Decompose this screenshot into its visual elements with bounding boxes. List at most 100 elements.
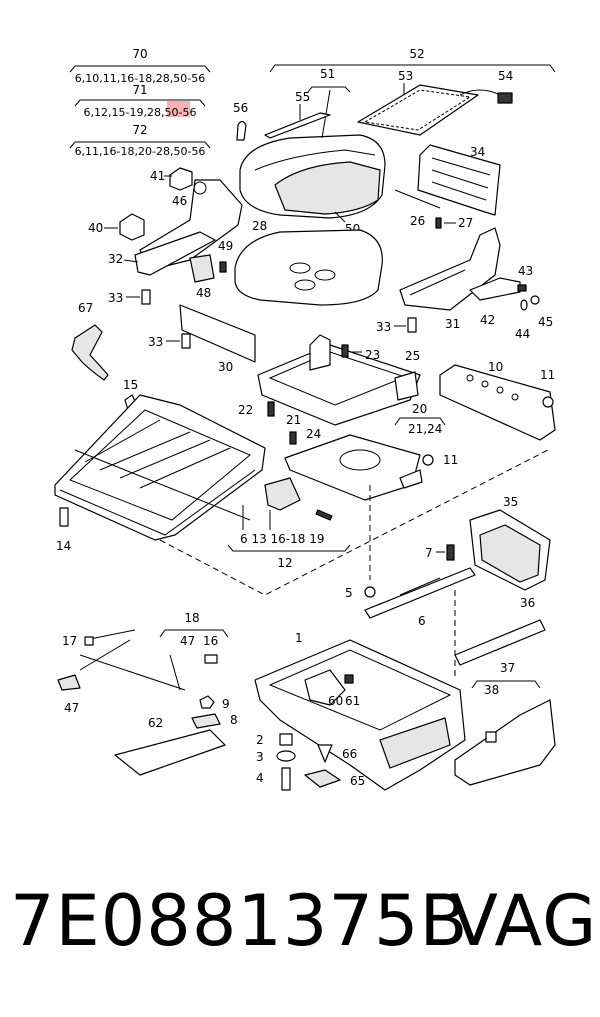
label-33c: 33 — [376, 320, 391, 334]
bolt-23 — [341, 344, 349, 358]
label-23: 23 — [365, 348, 380, 362]
group-70-list: 6,10,11,16-18,28,50-56 — [75, 72, 205, 85]
part-number: 7E0881375B — [10, 880, 469, 962]
label-1: 1 — [295, 631, 303, 645]
group-71-list: 6,12,15-19,28,50-56 — [84, 106, 197, 119]
group-71: 71 6,12,15-19,28,50-56 — [74, 83, 206, 119]
label-46: 46 — [172, 194, 187, 208]
nut-11b — [422, 454, 434, 466]
nut-9 — [199, 695, 215, 709]
group-52: 52 — [269, 47, 556, 73]
buckle — [71, 324, 109, 381]
label-35: 35 — [503, 495, 518, 509]
label-8: 8 — [230, 713, 238, 727]
bolt-7 — [446, 544, 455, 561]
screw-49 — [219, 261, 227, 273]
group-12-number: 12 — [277, 556, 292, 570]
connector-16 — [204, 654, 218, 664]
label-7: 7 — [425, 546, 433, 560]
height-frame — [284, 434, 421, 501]
group-12: 6 13 16-18 19 12 — [227, 505, 351, 570]
label-42: 42 — [480, 313, 495, 327]
bracket-small — [399, 469, 423, 489]
plate-62 — [114, 729, 226, 776]
group-18-number: 18 — [184, 611, 199, 625]
label-27: 27 — [458, 216, 473, 230]
side-cover-37: 37 — [454, 661, 556, 786]
label-24: 24 — [306, 427, 321, 441]
group-12-list: 6 13 16-18 19 — [240, 532, 325, 546]
label-26: 26 — [410, 214, 425, 228]
label-21-24: 21,24 — [408, 422, 442, 436]
end-17 — [84, 636, 94, 646]
clip-38 — [485, 731, 497, 743]
bolt-4 — [281, 767, 291, 791]
screw-19 — [315, 509, 333, 521]
label-34: 34 — [470, 145, 485, 159]
label-49: 49 — [218, 239, 233, 253]
bolt-61 — [344, 674, 354, 684]
label-6: 6 — [418, 614, 426, 628]
group-72-number: 72 — [132, 123, 147, 137]
label-47b: 47 — [180, 634, 195, 648]
screw-43 — [517, 284, 527, 292]
label-47a: 47 — [64, 701, 79, 715]
label-37: 37 — [500, 661, 515, 675]
label-4: 4 — [256, 771, 264, 785]
connector — [497, 92, 513, 104]
label-28: 28 — [252, 219, 267, 233]
seat-cushion-cover — [239, 86, 386, 219]
motor-13 — [264, 477, 301, 511]
label-11a: 11 — [540, 368, 555, 382]
label-16: 16 — [203, 634, 218, 648]
bolt-33b — [181, 333, 191, 349]
rail-cover-36 — [454, 619, 546, 666]
cap-45 — [530, 295, 540, 305]
label-17: 17 — [62, 634, 77, 648]
adjuster-tray — [257, 334, 421, 426]
label-38: 38 — [484, 683, 499, 697]
label-33a: 33 — [108, 291, 123, 305]
brand-label: VAG — [450, 880, 598, 962]
label-65: 65 — [350, 774, 365, 788]
bolt-33a — [141, 289, 151, 305]
foam-pad — [234, 229, 383, 306]
label-60: 60 — [328, 694, 343, 708]
label-25: 25 — [405, 349, 420, 363]
bolt-22 — [267, 401, 275, 417]
washer-3 — [276, 750, 296, 762]
label-41: 41 — [150, 169, 165, 183]
motor-48 — [189, 254, 215, 283]
group-70: 70 6,10,11,16-18,28,50-56 — [69, 47, 211, 85]
washer-44 — [520, 299, 528, 311]
storage-tray — [469, 509, 551, 591]
label-10: 10 — [488, 360, 503, 374]
label-15: 15 — [123, 378, 138, 392]
label-30: 30 — [218, 360, 233, 374]
label-51: 51 — [320, 67, 335, 81]
label-44: 44 — [515, 327, 530, 341]
label-5: 5 — [345, 586, 353, 600]
label-62: 62 — [148, 716, 163, 730]
label-14: 14 — [56, 539, 71, 553]
bracket-60 — [304, 669, 346, 706]
exploded-parts-diagram: 70 6,10,11,16-18,28,50-56 71 6,12,15-19,… — [54, 47, 556, 791]
seat-base — [254, 639, 466, 791]
knob-41 — [169, 167, 193, 191]
group-20: 20 21,24 — [394, 402, 446, 436]
label-67: 67 — [78, 301, 93, 315]
label-20: 20 — [412, 402, 427, 416]
label-9: 9 — [222, 697, 230, 711]
label-3: 3 — [256, 750, 264, 764]
group-70-number: 70 — [132, 47, 147, 61]
label-55: 55 — [295, 90, 310, 104]
label-31: 31 — [445, 317, 460, 331]
label-36: 36 — [520, 596, 535, 610]
pad-65 — [304, 769, 341, 788]
cover-panel-30 — [179, 304, 256, 363]
rail-cover-10 — [439, 364, 556, 441]
seat-frame — [54, 394, 266, 541]
group-18: 18 — [159, 611, 229, 638]
knob-40 — [119, 213, 145, 241]
label-56: 56 — [233, 101, 248, 115]
